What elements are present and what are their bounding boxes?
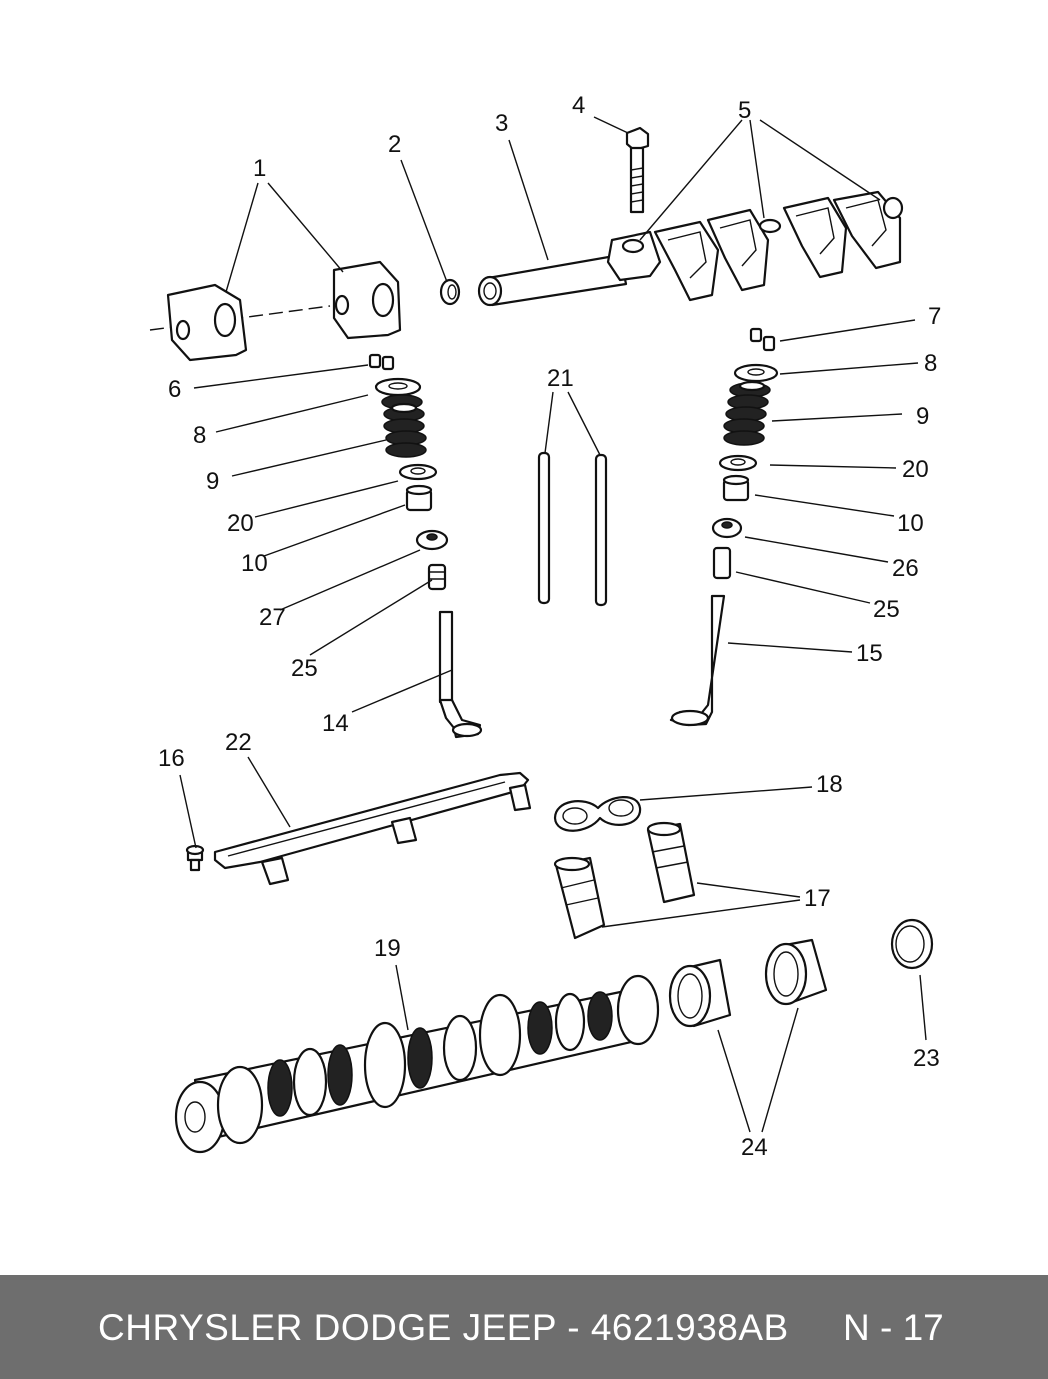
footer-bar: CHRYSLER DODGE JEEP - 4621938AB N - 17	[0, 1275, 1048, 1379]
exploded-parts-diagram: 1 2 3 4 5 6 7 8 8 9 9 10 10 14 15 16 17 …	[149, 92, 941, 1161]
callout-24: 24	[741, 1134, 768, 1161]
cam-plug-part	[890, 918, 934, 970]
rocker-shaft-part	[477, 190, 904, 307]
callout-10-left: 10	[241, 550, 268, 577]
callout-2: 2	[388, 131, 401, 158]
callout-20-left: 20	[227, 510, 254, 537]
callout-16: 16	[158, 745, 185, 772]
callout-7: 7	[928, 303, 941, 330]
callout-25-right: 25	[873, 596, 900, 623]
retainer-ring-part	[439, 278, 461, 306]
callout-19: 19	[374, 935, 401, 962]
rocker-arm-part	[149, 260, 402, 362]
callout-labels: 1 2 3 4 5 6 7 8 8 9 9 10 10 14 15 16 17 …	[158, 92, 941, 1161]
callout-1: 1	[253, 155, 266, 182]
callout-20-right: 20	[902, 456, 929, 483]
callout-9-right: 9	[916, 403, 929, 430]
callout-21: 21	[547, 365, 574, 392]
valve-keeper-part	[368, 327, 776, 371]
callout-18: 18	[816, 771, 843, 798]
lifter-guide-part	[553, 796, 642, 832]
callout-22: 22	[225, 729, 252, 756]
callout-15: 15	[856, 640, 883, 667]
callout-26: 26	[892, 555, 919, 582]
callout-23: 23	[913, 1045, 940, 1072]
leader-lines	[179, 116, 927, 1133]
callout-4: 4	[572, 92, 585, 119]
lifter-part	[553, 821, 696, 940]
camshaft-part	[174, 974, 660, 1154]
callout-8-left: 8	[193, 422, 206, 449]
callout-17: 17	[804, 885, 831, 912]
left-valve-assembly	[374, 377, 483, 739]
callout-3: 3	[495, 110, 508, 137]
callout-14: 14	[322, 710, 349, 737]
callout-10-right: 10	[897, 510, 924, 537]
right-valve-assembly	[669, 363, 779, 727]
callout-9-left: 9	[206, 468, 219, 495]
pushrod-part	[537, 451, 608, 607]
cam-bearing-part	[668, 938, 828, 1028]
page-reference: N - 17	[843, 1307, 944, 1348]
lifter-retainer-part	[185, 771, 532, 886]
callout-27: 27	[259, 604, 286, 631]
callout-5: 5	[738, 97, 751, 124]
part-number-title: CHRYSLER DODGE JEEP - 4621938AB	[98, 1307, 789, 1348]
callout-8-right: 8	[924, 350, 937, 377]
callout-25-left: 25	[291, 655, 318, 682]
bolt-part	[625, 126, 650, 214]
callout-6: 6	[168, 376, 181, 403]
